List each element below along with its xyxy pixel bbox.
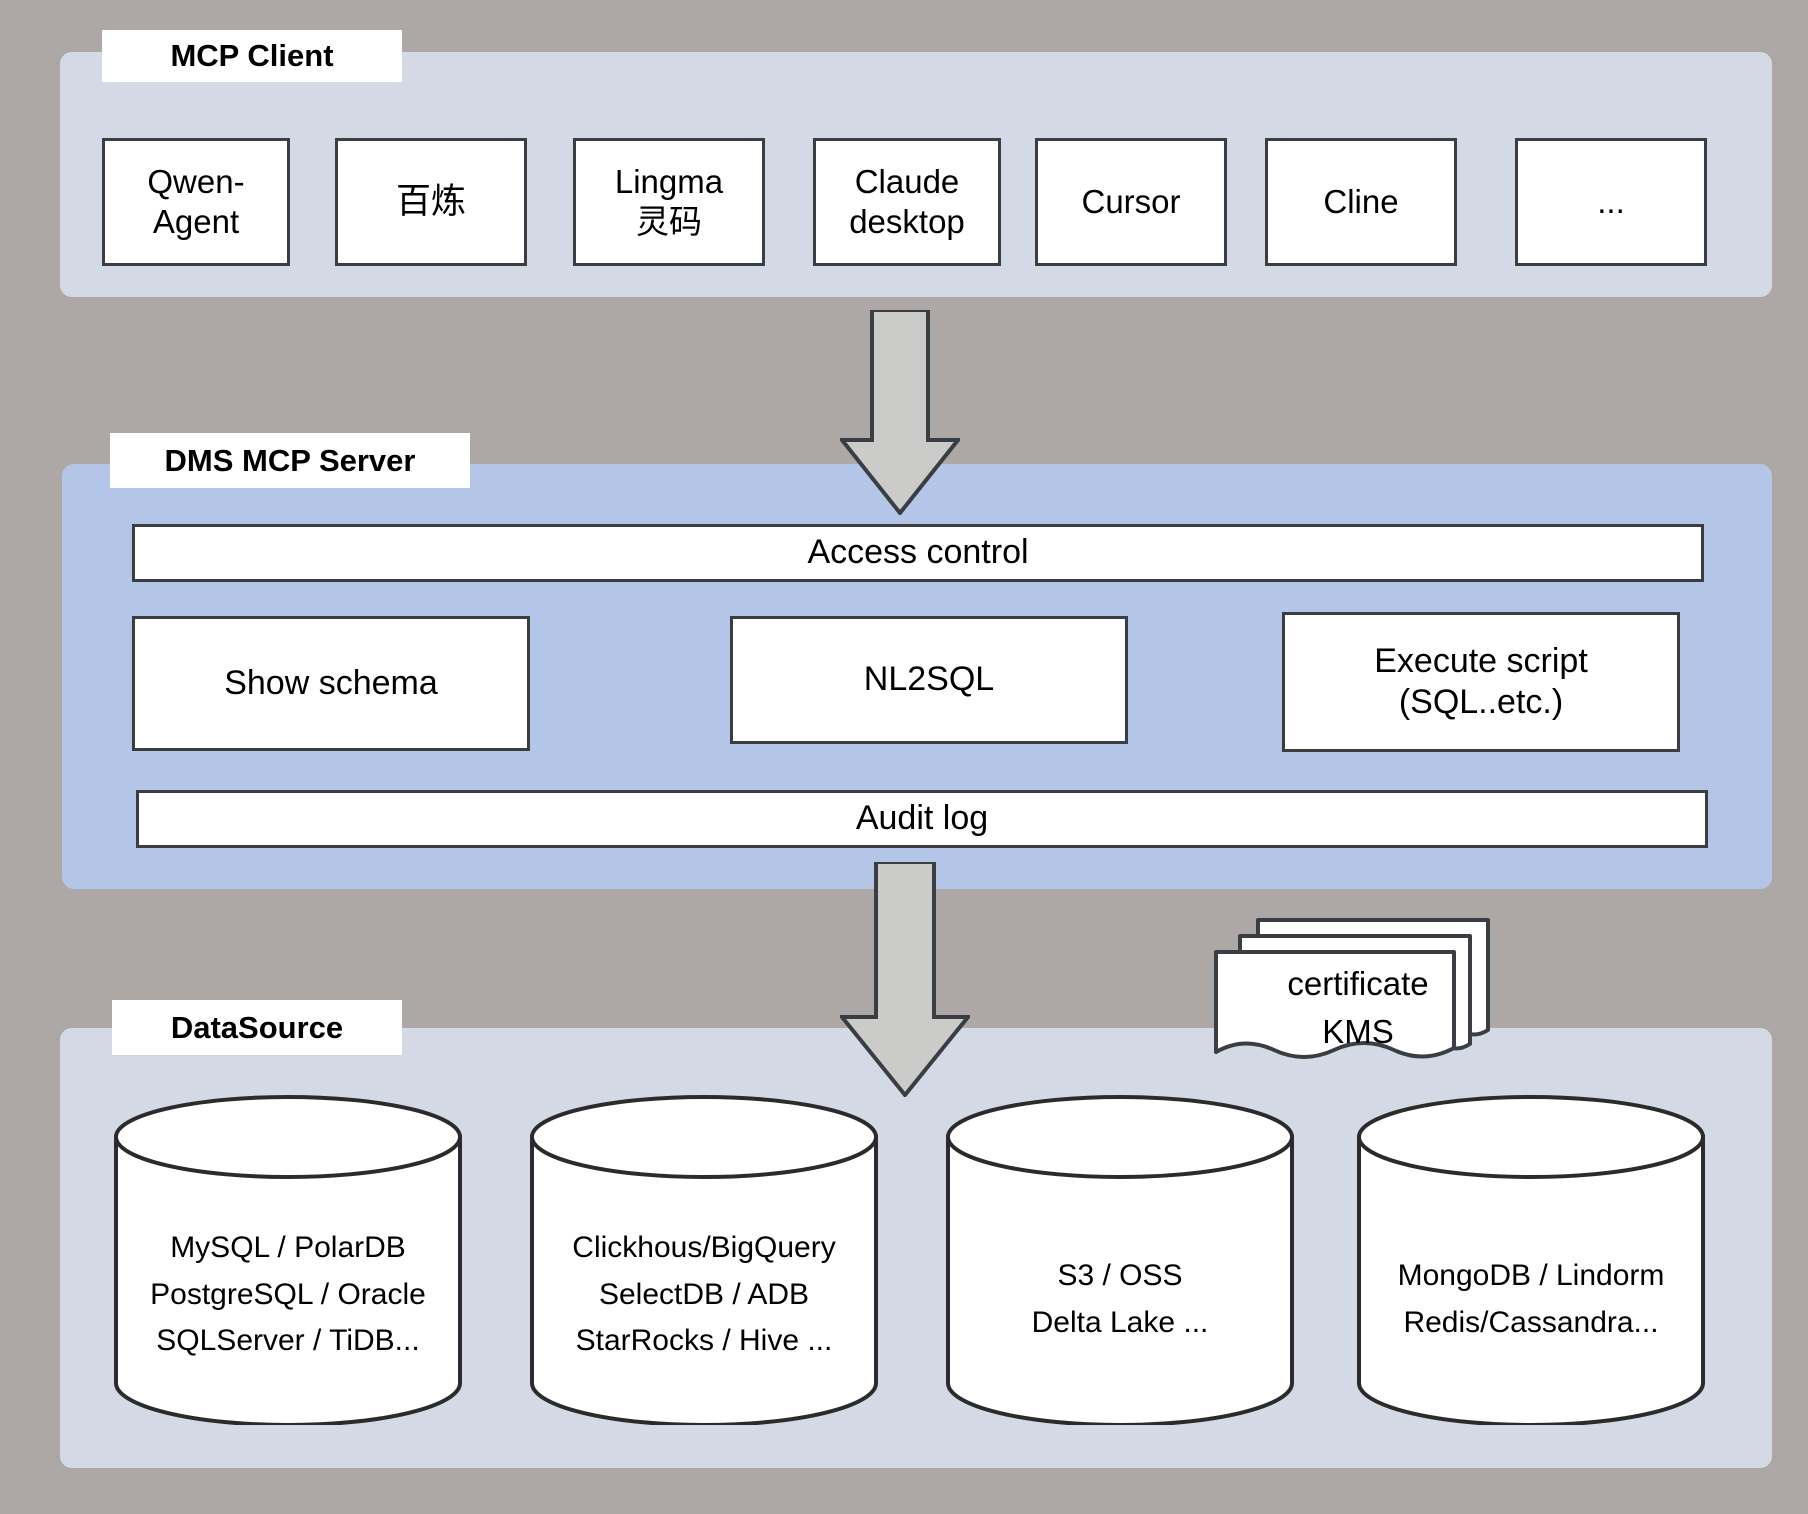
arrow-server-to-datasource bbox=[837, 860, 973, 1099]
client-node-lingma[interactable]: Lingma 灵码 bbox=[573, 138, 765, 266]
server-bar-audit-log[interactable]: Audit log bbox=[136, 790, 1708, 848]
server-node-nl2sql[interactable]: NL2SQL bbox=[730, 616, 1128, 744]
client-node-lingma-line-2: 灵码 bbox=[636, 203, 702, 240]
client-node-cline-label: Cline bbox=[1323, 182, 1399, 220]
datasource-cylinder-relational[interactable]: MySQL / PolarDB PostgreSQL / Oracle SQLS… bbox=[112, 1095, 464, 1425]
client-node-qwen-agent[interactable]: Qwen- Agent bbox=[102, 138, 290, 266]
client-node-claude-desktop-line-1: Claude bbox=[854, 162, 960, 200]
client-node-lingma-line-1: Lingma bbox=[614, 162, 724, 200]
client-node-cursor-label: Cursor bbox=[1081, 182, 1181, 220]
server-bar-access-control-label: Access control bbox=[807, 533, 1029, 572]
client-node-qwen-agent-line-2: Agent bbox=[152, 203, 240, 240]
document-certificate-kms[interactable]: certificate KMS bbox=[1210, 912, 1500, 1072]
client-node-more-label: ... bbox=[1597, 182, 1625, 220]
client-node-bailian[interactable]: 百炼 bbox=[335, 138, 527, 266]
arrow-client-to-server bbox=[837, 308, 963, 517]
group-title-datasource: DataSource bbox=[112, 1000, 402, 1055]
server-node-show-schema-label: Show schema bbox=[224, 663, 438, 702]
server-node-execute-script-line-1: Execute script bbox=[1374, 641, 1588, 680]
group-title-dms-mcp-server: DMS MCP Server bbox=[110, 433, 470, 488]
group-title-mcp-client: MCP Client bbox=[102, 30, 402, 82]
client-node-bailian-label: 百炼 bbox=[395, 181, 466, 221]
datasource-cylinder-nosql[interactable]: MongoDB / Lindorm Redis/Cassandra... bbox=[1355, 1095, 1707, 1425]
client-node-more[interactable]: ... bbox=[1515, 138, 1707, 266]
server-node-execute-script-line-2: (SQL..etc.) bbox=[1398, 683, 1564, 721]
server-bar-audit-log-label: Audit log bbox=[855, 799, 989, 838]
client-node-claude-desktop-line-2: desktop bbox=[849, 203, 965, 240]
client-node-qwen-agent-line-1: Qwen- bbox=[147, 162, 245, 200]
server-node-execute-script[interactable]: Execute script (SQL..etc.) bbox=[1282, 612, 1680, 752]
server-node-show-schema[interactable]: Show schema bbox=[132, 616, 530, 751]
datasource-cylinder-object[interactable]: S3 / OSS Delta Lake ... bbox=[944, 1095, 1296, 1425]
server-bar-access-control[interactable]: Access control bbox=[132, 524, 1704, 582]
client-node-cursor[interactable]: Cursor bbox=[1035, 138, 1227, 266]
client-node-claude-desktop[interactable]: Claude desktop bbox=[813, 138, 1001, 266]
server-node-nl2sql-label: NL2SQL bbox=[863, 660, 995, 699]
datasource-cylinder-olap[interactable]: Clickhous/BigQuery SelectDB / ADB StarRo… bbox=[528, 1095, 880, 1425]
client-node-cline[interactable]: Cline bbox=[1265, 138, 1457, 266]
